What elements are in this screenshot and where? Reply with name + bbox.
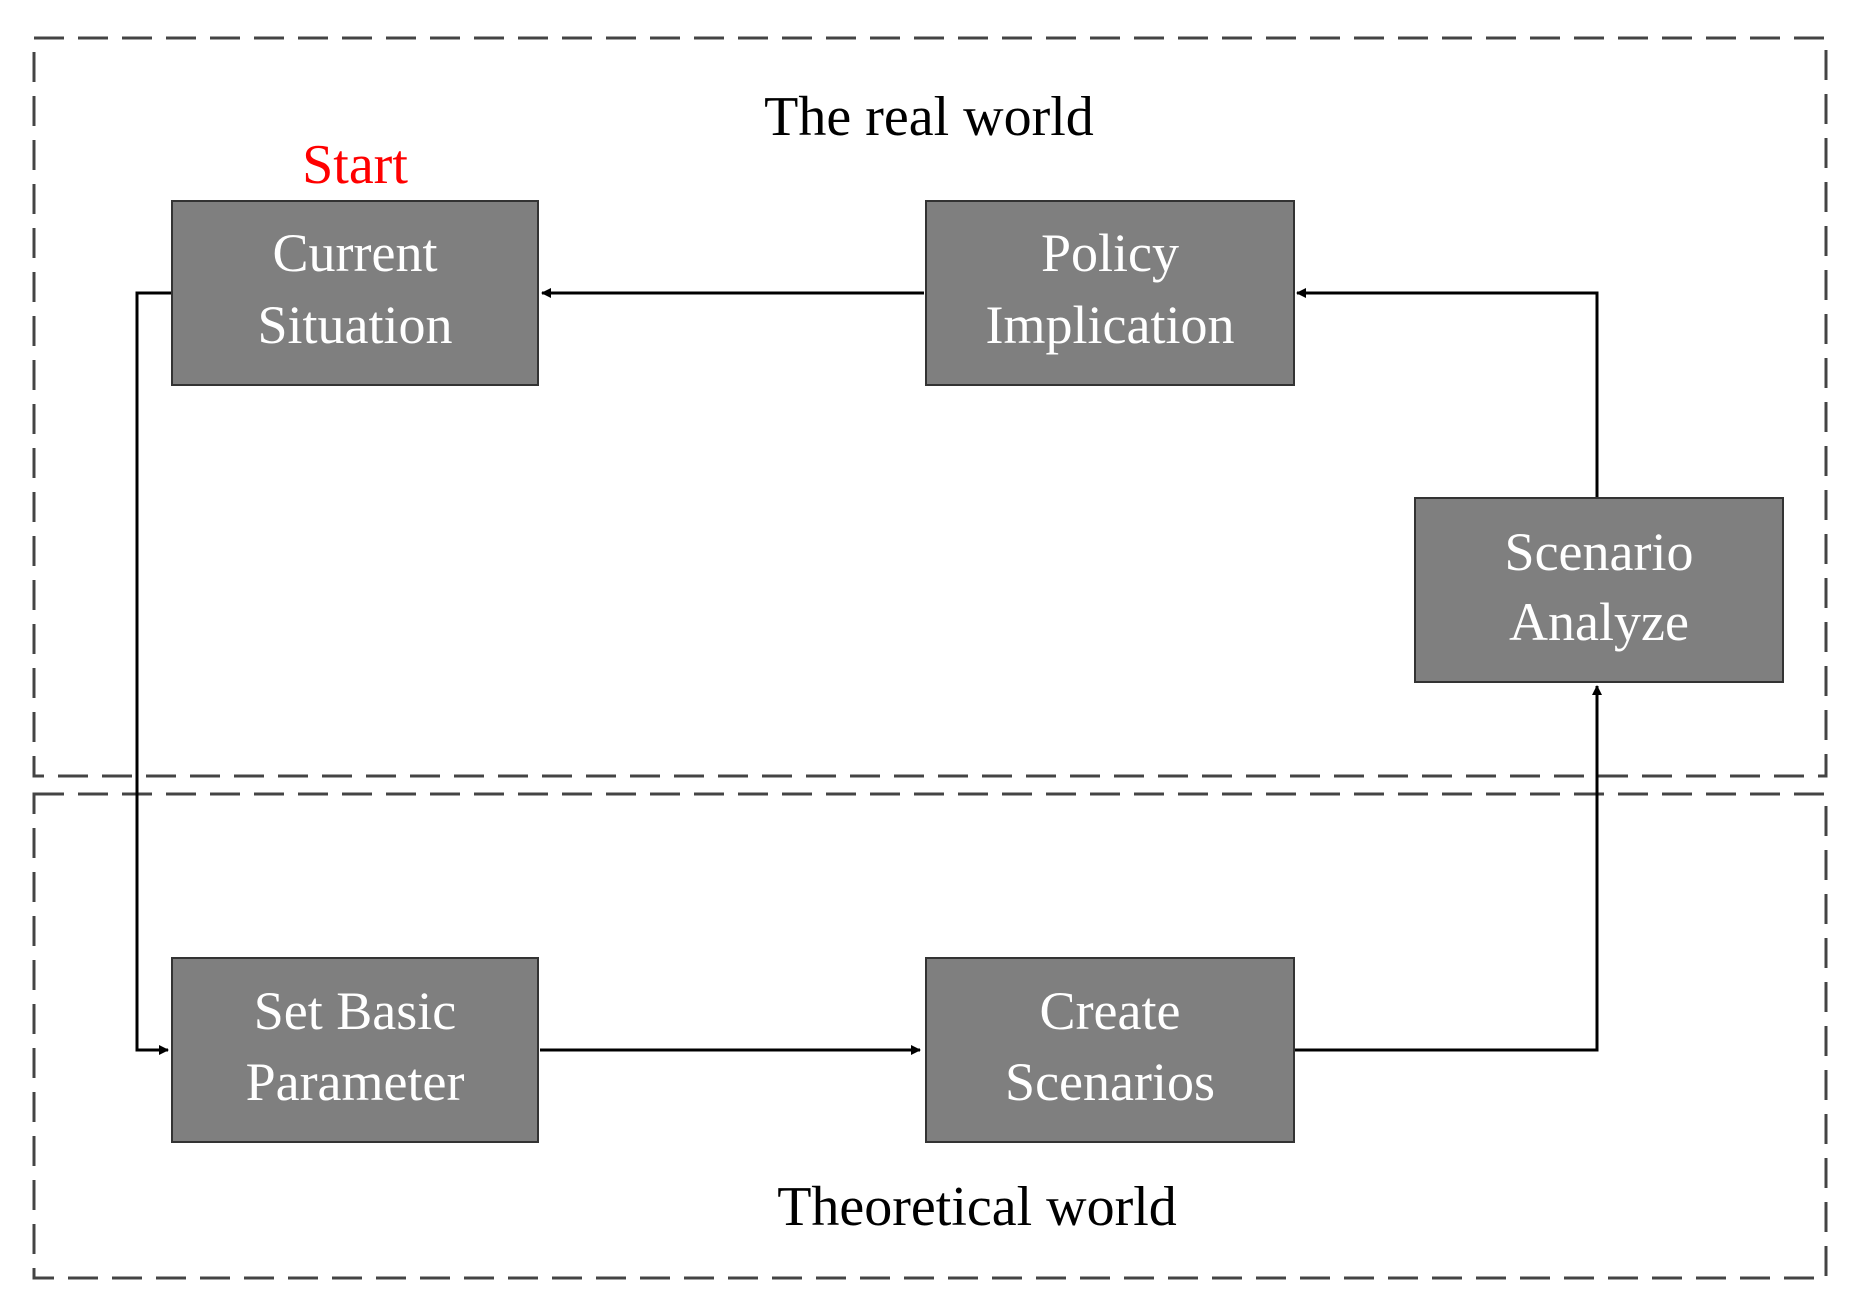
- current-situation-box: Current Situation: [171, 200, 539, 386]
- create-scenarios-line-1: Create: [1040, 981, 1181, 1041]
- policy-implication-line-1: Policy: [1041, 223, 1179, 283]
- policy-implication-line-2: Implication: [986, 295, 1235, 355]
- real-world-region-border: [32, 36, 1828, 778]
- theoretical-world-title: Theoretical world: [777, 1176, 1177, 1238]
- current-situation-line-1: Current: [273, 223, 438, 283]
- policy-implication-box: Policy Implication: [925, 200, 1295, 386]
- arrow-scenario-to-policy: [1296, 288, 1599, 498]
- scenario-analyze-line-2: Analyze: [1509, 592, 1689, 652]
- scenario-analyze-line-1: Scenario: [1505, 522, 1694, 582]
- set-basic-parameter-box: Set Basic Parameter: [171, 957, 539, 1143]
- set-basic-parameter-line-1: Set Basic: [254, 981, 456, 1041]
- arrow-create-to-scenario: [1293, 685, 1602, 1052]
- start-label: Start: [302, 134, 408, 196]
- create-scenarios-box: Create Scenarios: [925, 957, 1295, 1143]
- theoretical-world-region-border: [32, 792, 1828, 1280]
- scenario-analyze-box: Scenario Analyze: [1414, 497, 1784, 683]
- set-basic-parameter-line-2: Parameter: [246, 1052, 465, 1112]
- current-situation-line-2: Situation: [257, 295, 452, 355]
- create-scenarios-line-2: Scenarios: [1005, 1052, 1215, 1112]
- real-world-title: The real world: [764, 86, 1094, 148]
- arrow-current-to-setbasic: [135, 291, 172, 1055]
